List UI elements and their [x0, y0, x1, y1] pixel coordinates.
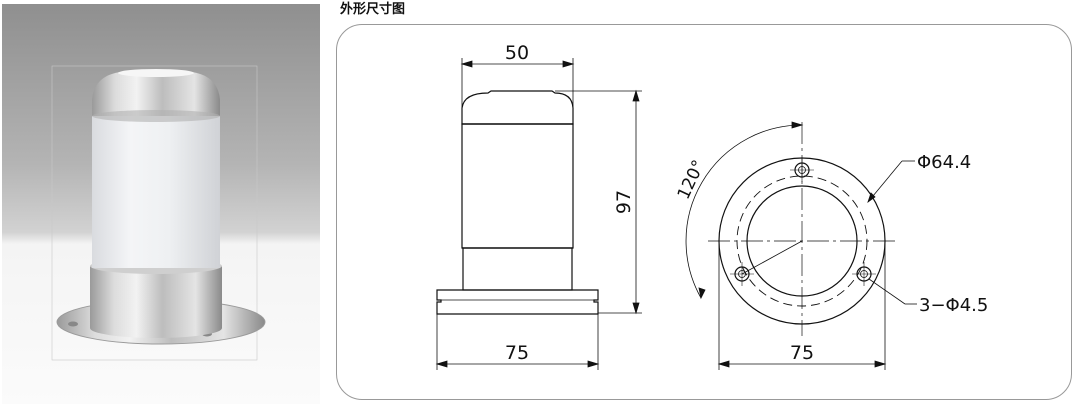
dim-base-width [435, 314, 600, 370]
height-label: 97 [613, 190, 635, 214]
product-photo-illustration [51, 65, 266, 361]
drawing-frame [336, 24, 1072, 400]
top-view [708, 122, 896, 336]
leader-holes [868, 278, 917, 305]
holes-label: 3−Φ4.5 [919, 295, 988, 316]
product-photo [2, 4, 320, 404]
dim-flange-width [717, 241, 887, 370]
side-view-outline [436, 90, 599, 315]
dim-height [555, 89, 642, 315]
base-width-label: 75 [505, 342, 529, 364]
pitch-circle-label: Φ64.4 [917, 152, 971, 173]
top-width-label: 50 [505, 42, 529, 64]
flange-width-label: 75 [790, 342, 814, 364]
dim-top-width [460, 58, 575, 108]
dim-angle [685, 121, 804, 300]
leader-pitch-circle [867, 160, 915, 204]
page-title: 外形尺寸图 [340, 2, 406, 17]
